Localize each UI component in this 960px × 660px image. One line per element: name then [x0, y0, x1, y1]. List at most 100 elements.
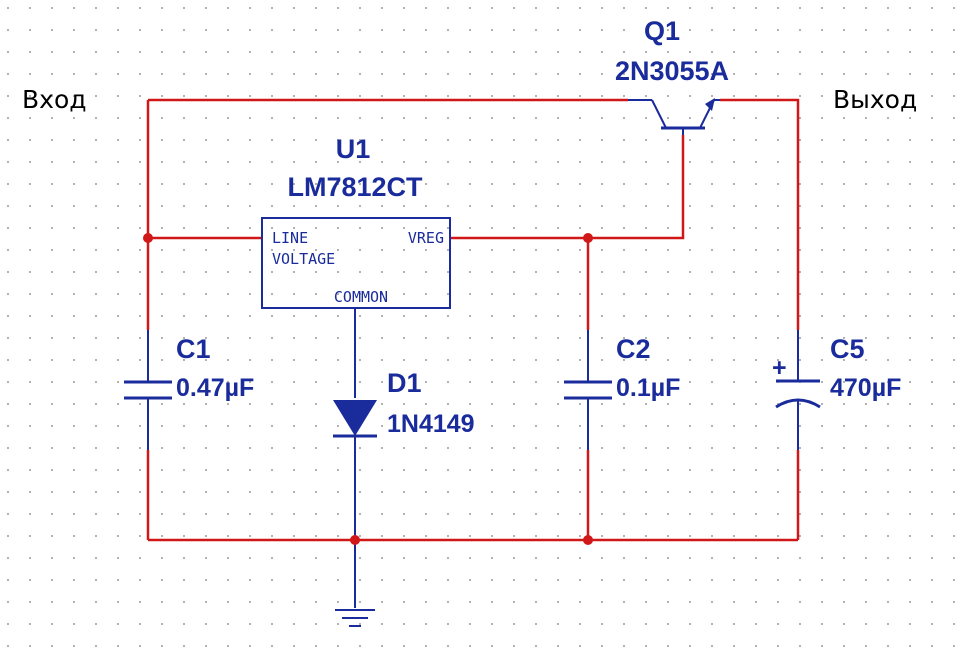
grid-dot — [821, 117, 823, 119]
grid-dot — [315, 73, 317, 75]
grid-dot — [205, 117, 207, 119]
grid-dot — [51, 51, 53, 53]
grid-dot — [139, 623, 141, 625]
grid-dot — [755, 557, 757, 559]
grid-dot — [381, 183, 383, 185]
grid-dot — [7, 249, 9, 251]
grid-dot — [865, 315, 867, 317]
grid-dot — [249, 51, 251, 53]
grid-dot — [469, 95, 471, 97]
grid-dot — [557, 601, 559, 603]
grid-dot — [931, 359, 933, 361]
grid-dot — [865, 95, 867, 97]
grid-dot — [403, 557, 405, 559]
grid-dot — [601, 51, 603, 53]
grid-dot — [29, 491, 31, 493]
grid-dot — [381, 51, 383, 53]
grid-dot — [821, 623, 823, 625]
grid-dot — [315, 491, 317, 493]
q1-collector — [651, 99, 667, 129]
grid-dot — [161, 271, 163, 273]
grid-dot — [645, 183, 647, 185]
grid-dot — [161, 117, 163, 119]
grid-dot — [51, 227, 53, 229]
grid-dot — [491, 513, 493, 515]
grid-dot — [909, 381, 911, 383]
grid-dot — [909, 447, 911, 449]
grid-dot — [249, 491, 251, 493]
grid-dot — [777, 249, 779, 251]
grid-dot — [843, 645, 845, 647]
grid-dot — [711, 469, 713, 471]
grid-dot — [205, 271, 207, 273]
grid-dot — [359, 139, 361, 141]
grid-dot — [381, 293, 383, 295]
grid-dot — [139, 271, 141, 273]
grid-dot — [909, 29, 911, 31]
grid-dot — [645, 359, 647, 361]
grid-dot — [139, 425, 141, 427]
grid-dot — [667, 337, 669, 339]
grid-dot — [293, 469, 295, 471]
grid-dot — [667, 315, 669, 317]
grid-dot — [513, 139, 515, 141]
grid-dot — [623, 51, 625, 53]
grid-dot — [447, 7, 449, 9]
grid-dot — [29, 183, 31, 185]
grid-dot — [755, 469, 757, 471]
grid-dot — [469, 51, 471, 53]
grid-dot — [249, 315, 251, 317]
grid-dot — [425, 315, 427, 317]
grid-dot — [909, 139, 911, 141]
grid-dot — [315, 579, 317, 581]
grid-dot — [689, 403, 691, 405]
grid-dot — [799, 645, 801, 647]
grid-dot — [139, 403, 141, 405]
grid-dot — [403, 29, 405, 31]
grid-dot — [887, 271, 889, 273]
grid-dot — [205, 535, 207, 537]
grid-dot — [447, 95, 449, 97]
grid-dot — [689, 579, 691, 581]
grid-dot — [689, 359, 691, 361]
grid-dot — [821, 645, 823, 647]
grid-dot — [117, 315, 119, 317]
grid-dot — [205, 249, 207, 251]
grid-dot — [733, 227, 735, 229]
grid-dot — [447, 425, 449, 427]
grid-dot — [755, 95, 757, 97]
grid-dot — [381, 73, 383, 75]
grid-dot — [381, 205, 383, 207]
grid-dot — [51, 117, 53, 119]
grid-dot — [469, 557, 471, 559]
grid-dot — [7, 293, 9, 295]
grid-dot — [645, 249, 647, 251]
grid-dot — [403, 425, 405, 427]
grid-dot — [623, 315, 625, 317]
grid-dot — [447, 469, 449, 471]
grid-dot — [359, 359, 361, 361]
grid-dot — [425, 161, 427, 163]
grid-dot — [29, 447, 31, 449]
grid-dot — [403, 95, 405, 97]
grid-dot — [777, 469, 779, 471]
grid-dot — [293, 359, 295, 361]
grid-dot — [337, 579, 339, 581]
grid-dot — [821, 557, 823, 559]
wire-output-top — [720, 98, 800, 330]
grid-dot — [623, 95, 625, 97]
grid-dot — [579, 447, 581, 449]
grid-dot — [689, 315, 691, 317]
grid-dot — [205, 601, 207, 603]
grid-dot — [535, 117, 537, 119]
grid-dot — [535, 249, 537, 251]
grid-dot — [557, 29, 559, 31]
grid-dot — [667, 51, 669, 53]
grid-dot — [711, 249, 713, 251]
grid-dot — [271, 183, 273, 185]
grid-dot — [381, 249, 383, 251]
u1-body — [261, 217, 451, 309]
grid-dot — [293, 579, 295, 581]
grid-dot — [249, 403, 251, 405]
grid-dot — [249, 95, 251, 97]
